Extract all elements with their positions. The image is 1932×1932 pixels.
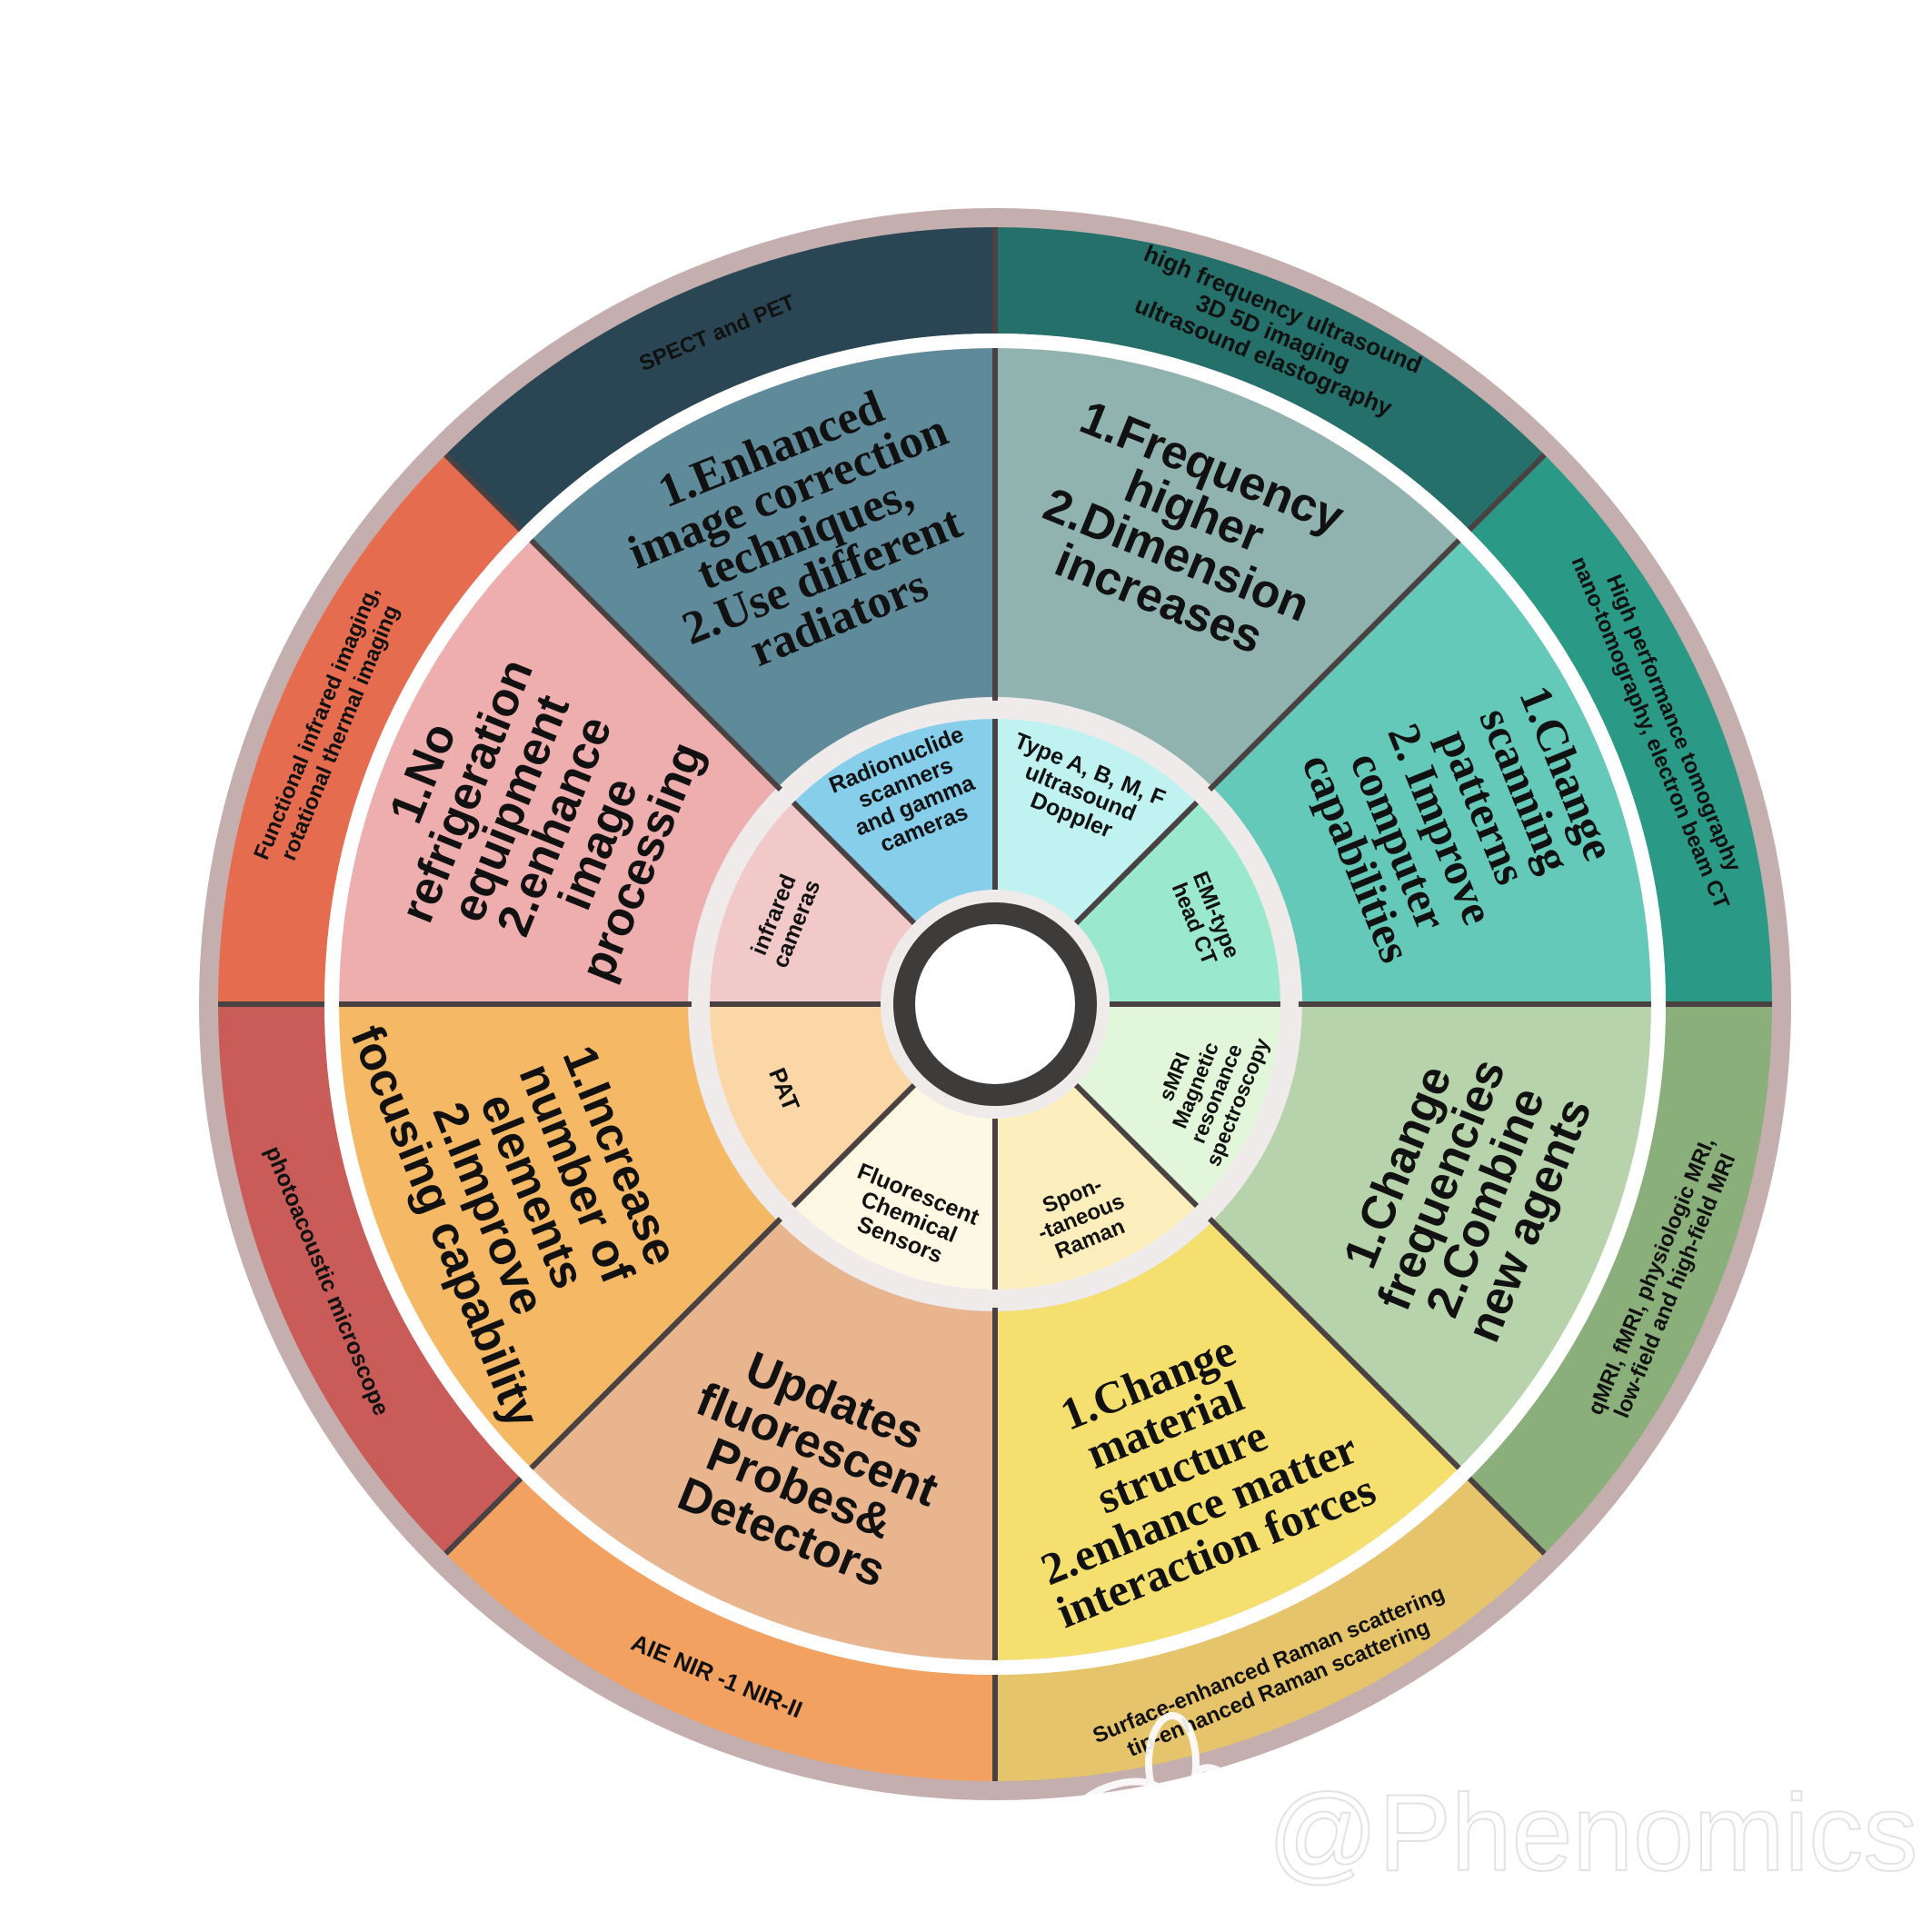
inner-segment-infrared [710,802,914,1004]
outer-segment-fluorescence [445,1478,995,1781]
outer-segment-raman [995,1478,1545,1781]
outer-segment-ultrasound [995,227,1545,531]
inner-segment-photoacoustic [710,1004,914,1207]
middle-segment-mri [1212,1004,1651,1469]
middle-segment-photoacoustic [339,1004,778,1469]
middle-segment-ct [1212,540,1651,1004]
outer-ring [218,227,1772,1781]
middle-segment-raman [995,1221,1459,1660]
white-ring-overlay [324,334,1666,1675]
sector-dividers [218,227,1772,1781]
middle-segment-infrared [339,540,778,1004]
inner-label-ultrasound: Type A, B, M, FultrasoundDoppler [992,728,1169,857]
middle-ring [339,348,1651,1660]
watermark-logo-petal [1189,1764,1265,1853]
watermark-text: @Phenomics [1268,1772,1917,1894]
inner-segment-ultrasound [995,719,1198,923]
watermark-logo-petal [1145,1712,1200,1814]
inner-segment-raman [995,1085,1198,1290]
middle-segment-fluorescence [531,1221,995,1660]
outer-segment-photoacoustic [218,1004,522,1554]
hub-center [915,924,1075,1084]
watermark-logo-petal [1068,1778,1168,1839]
outer-segment-mri [1469,1004,1772,1554]
inner-segment-mri [1076,1004,1280,1207]
inner-ring-border [692,701,1299,1308]
outer-segment-ct [1469,454,1772,1004]
middle-segment-ultrasound [995,348,1459,787]
outer-segment-nuclear [445,227,995,531]
watermark: @Phenomics [1068,1712,1918,1917]
inner-segment-nuclear [792,719,995,923]
middle-segment-nuclear [531,348,995,787]
inner-segment-ct [1076,802,1280,1004]
watermark-logo-petal [1159,1841,1259,1903]
watermark-logo-petal [1098,1827,1174,1917]
inner-segment-fluorescence [792,1085,995,1290]
inner-ring [710,719,1280,1290]
outer-segment-infrared [218,454,522,1004]
